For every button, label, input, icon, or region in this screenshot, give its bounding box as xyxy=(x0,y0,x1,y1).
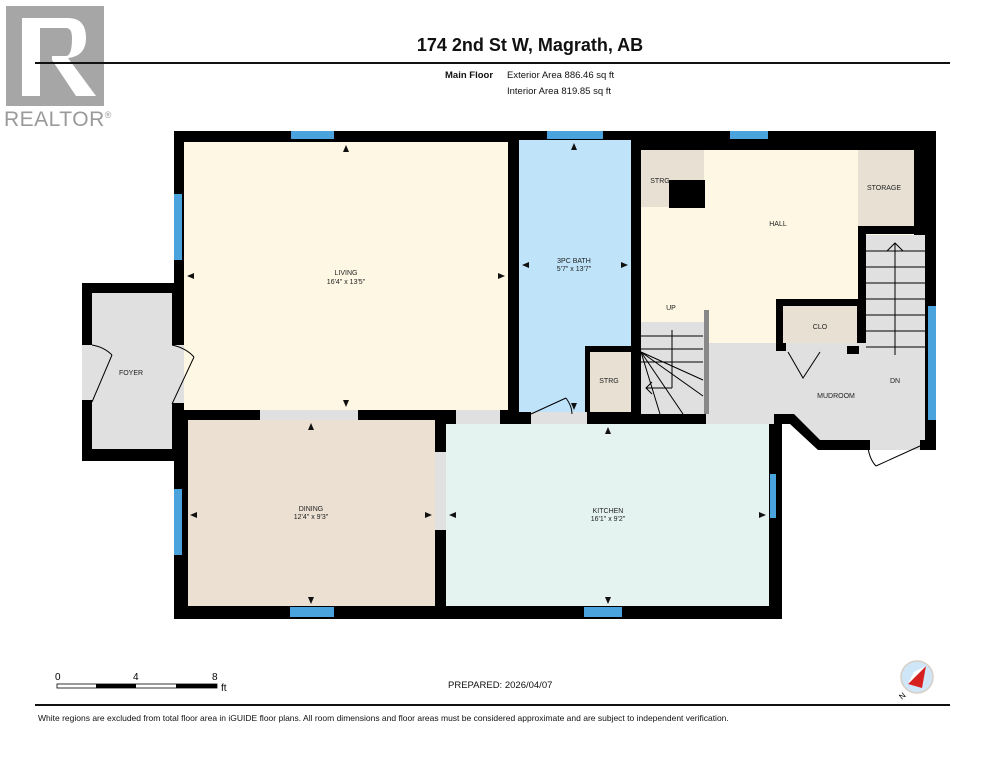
room-storage xyxy=(858,150,914,226)
compass-icon: N xyxy=(897,660,934,702)
scale-bar: 0 4 8 ft xyxy=(55,672,227,694)
svg-text:DINING: DINING xyxy=(299,506,324,513)
svg-text:KITCHEN: KITCHEN xyxy=(593,508,624,515)
realtor-r-icon xyxy=(22,18,96,96)
svg-text:STORAGE: STORAGE xyxy=(867,185,901,192)
svg-text:MUDROOM: MUDROOM xyxy=(817,393,855,400)
svg-text:5'7" x 13'7": 5'7" x 13'7" xyxy=(557,266,592,273)
room-living xyxy=(184,142,508,410)
svg-text:UP: UP xyxy=(666,305,676,312)
windows xyxy=(174,131,936,617)
footer-divider xyxy=(35,704,950,706)
room-mudroom xyxy=(641,343,925,440)
page-title: 174 2nd St W, Magrath, AB xyxy=(416,35,644,55)
prepared-date: PREPARED: 2026/04/07 xyxy=(448,680,553,691)
dimension-arrows xyxy=(187,143,766,604)
exterior-area: Exterior Area 886.46 sq ft xyxy=(507,70,615,81)
room-strg-bath xyxy=(588,352,631,412)
svg-text:LIVING: LIVING xyxy=(335,270,358,277)
svg-text:0: 0 xyxy=(55,672,61,683)
realtor-logo xyxy=(6,6,104,106)
svg-text:16'1" x 9'2": 16'1" x 9'2" xyxy=(591,516,626,523)
svg-text:STRG: STRG xyxy=(650,178,669,185)
svg-text:ft: ft xyxy=(221,683,227,694)
disclaimer-text: White regions are excluded from total fl… xyxy=(38,713,729,723)
svg-text:FOYER: FOYER xyxy=(119,370,143,377)
room-dining xyxy=(188,420,435,606)
room-kitchen xyxy=(446,424,769,606)
svg-text:N: N xyxy=(897,691,907,702)
svg-text:16'4" x 13'5": 16'4" x 13'5" xyxy=(327,279,366,286)
svg-text:4: 4 xyxy=(133,672,139,683)
svg-text:8: 8 xyxy=(212,672,218,683)
header-divider xyxy=(35,62,950,64)
realtor-wordmark: REALTOR® xyxy=(4,108,112,131)
interior-area: Interior Area 819.85 sq ft xyxy=(507,86,612,97)
room-clo xyxy=(783,306,857,346)
svg-text:CLO: CLO xyxy=(813,324,828,331)
svg-text:STRG: STRG xyxy=(599,378,618,385)
floor-label: Main Floor xyxy=(445,70,494,81)
svg-text:DN: DN xyxy=(890,378,900,385)
svg-text:HALL: HALL xyxy=(769,221,787,228)
svg-text:3PC BATH: 3PC BATH xyxy=(557,258,591,265)
svg-text:12'4" x 9'3": 12'4" x 9'3" xyxy=(294,514,329,521)
